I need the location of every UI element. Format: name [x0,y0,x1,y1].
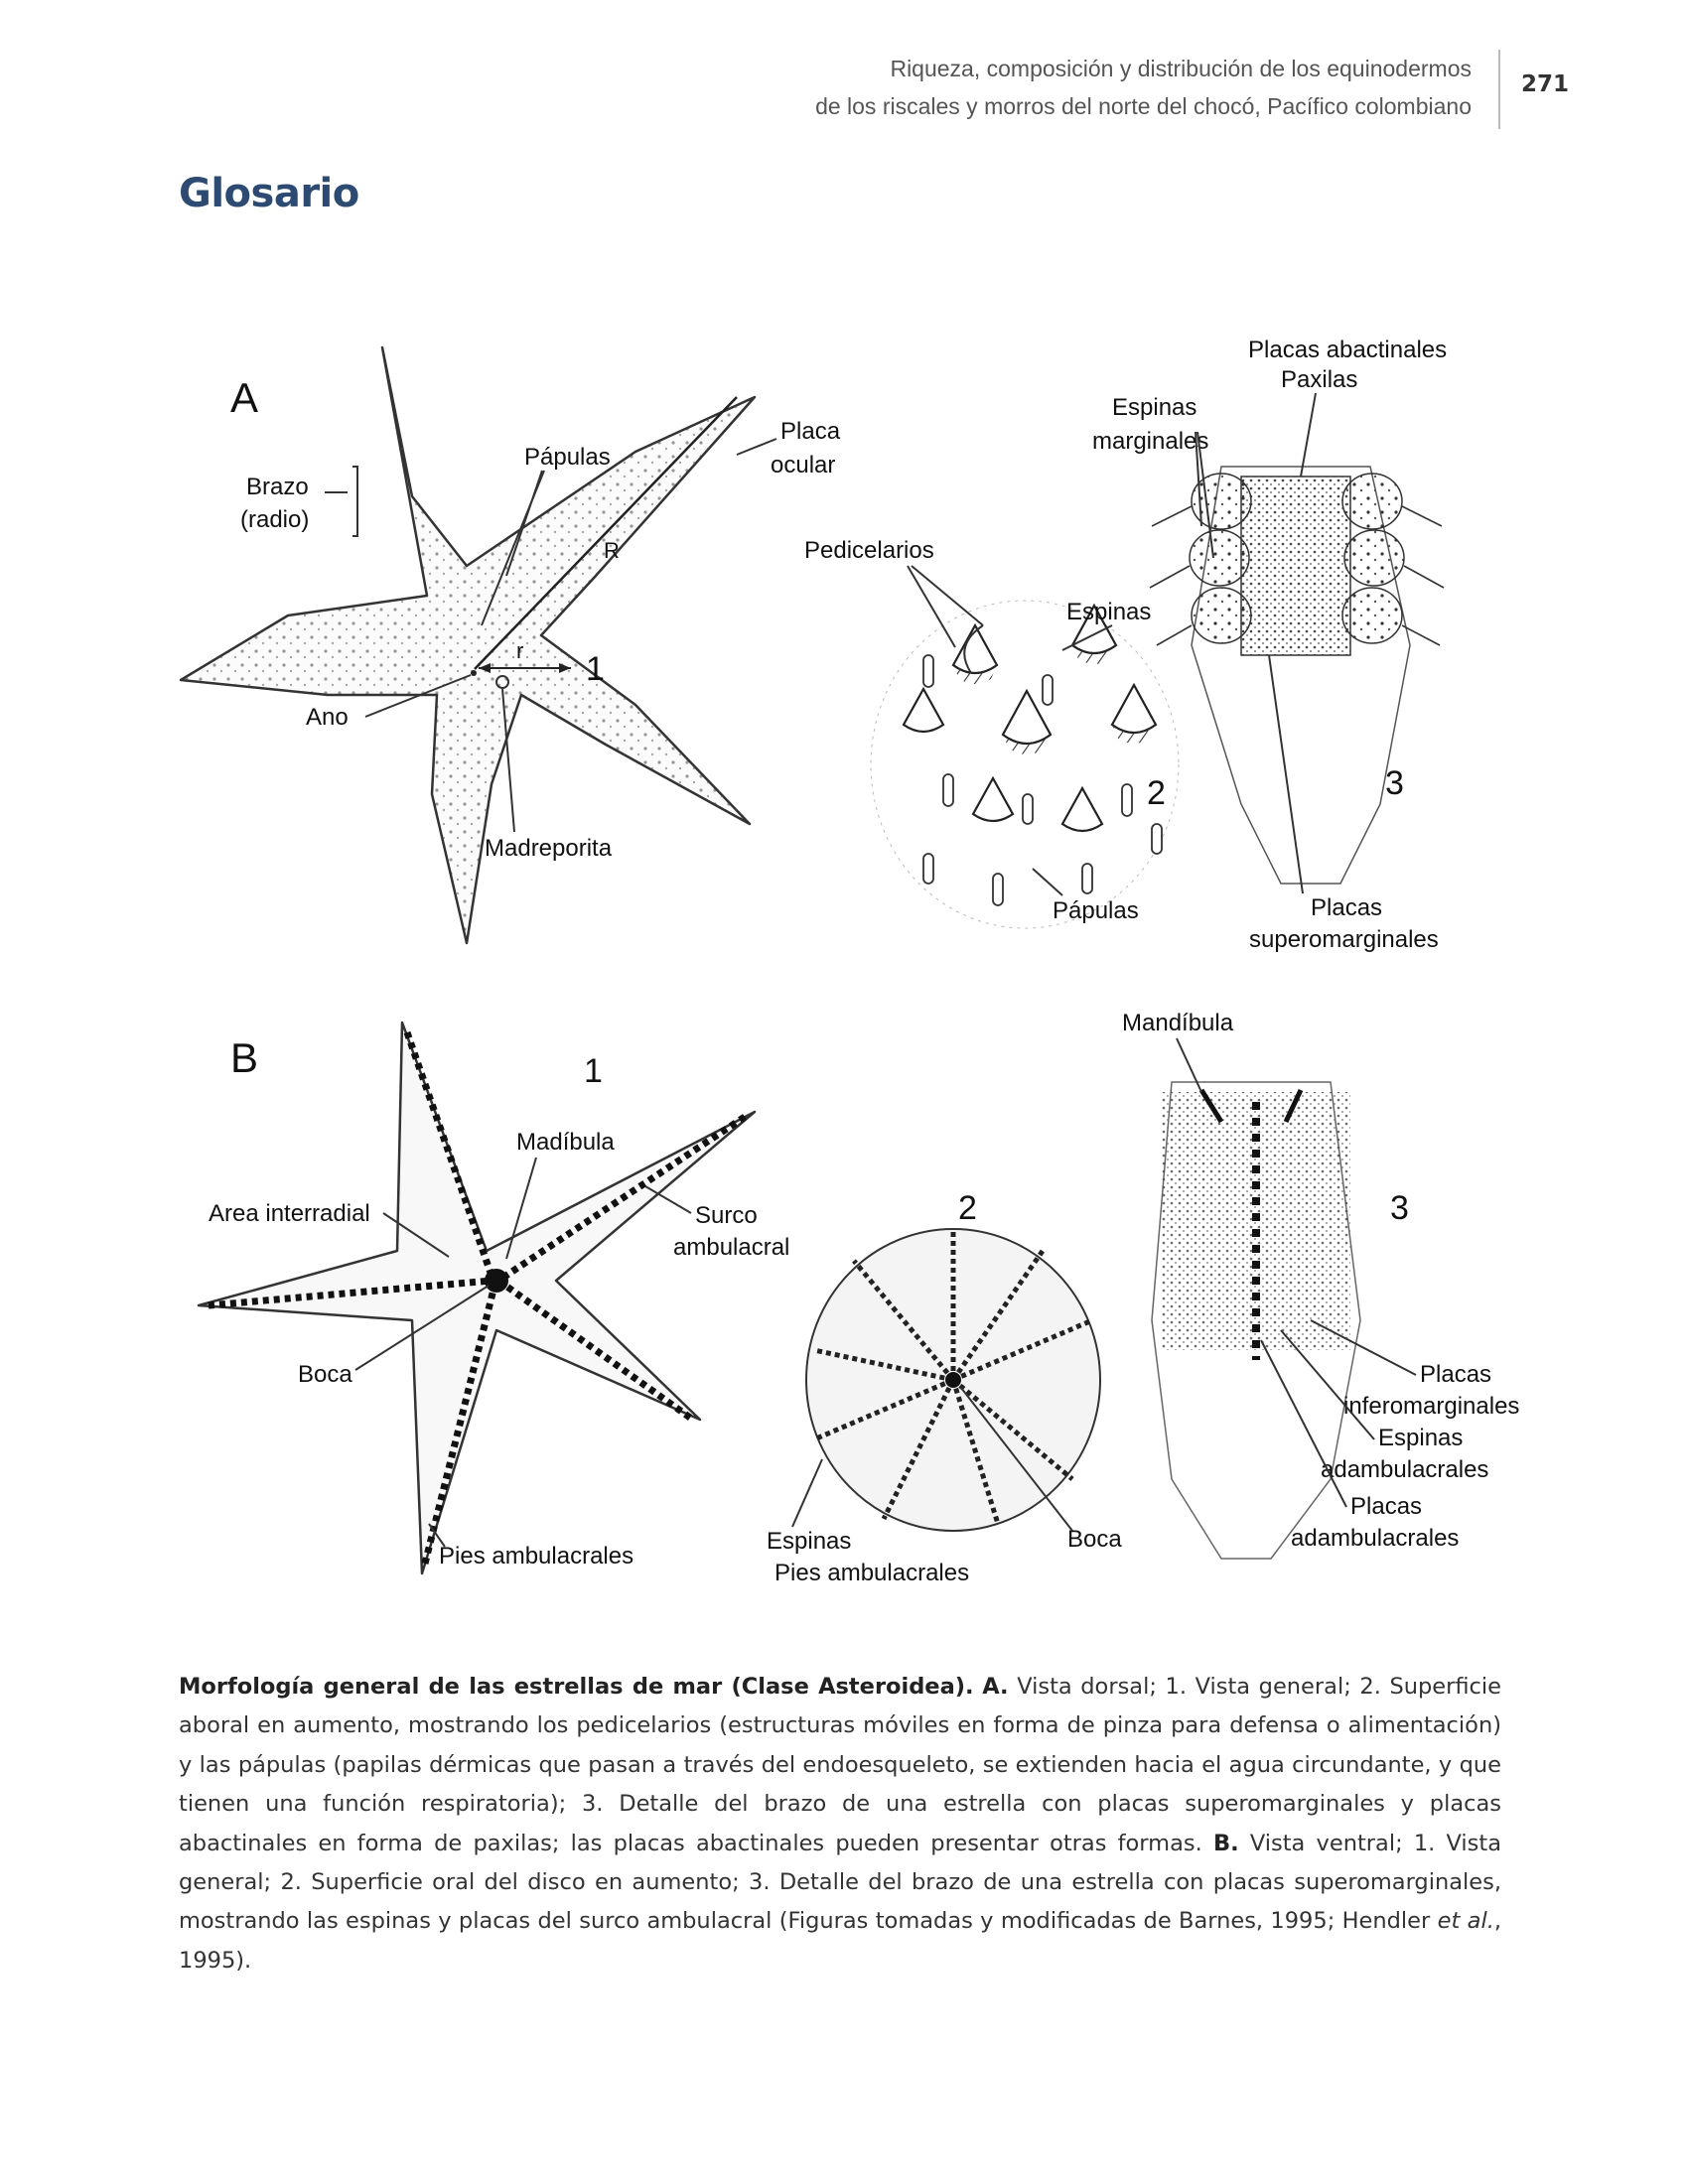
a1-label-ocular: ocular [771,452,835,478]
a2-label-pedicelarios: Pedicelarios [804,537,934,564]
b2-label-pies-ambulacrales: Pies ambulacrales [774,1560,969,1586]
a1-label-placa: Placa [780,418,841,445]
b1-label-ambulacral: ambulacral [673,1234,789,1261]
caption-text-b: Vista ventral; 1. Vista general; 2. Supe… [179,1830,1501,1935]
header-divider [1498,50,1500,129]
b2-label-boca: Boca [1067,1526,1122,1553]
b3-label-placas-inferomarginales-2: inferomarginales [1343,1393,1519,1420]
a2-label-espinas: Espinas [1066,599,1151,625]
a1-label-madreporita: Madreporita [485,835,613,862]
a3-arm-detail-drawing [1149,466,1445,885]
b1-label-pies-ambulacrales: Pies ambulacrales [439,1543,633,1570]
b3-label-espinas-adambulacrales-1: Espinas [1378,1425,1463,1451]
a3-label-placas-abactinales: Placas abactinales [1248,337,1447,363]
a3-number: 3 [1385,764,1404,802]
b2-oral-disc-drawing [805,1228,1101,1532]
b1-starfish-ventral-drawing [197,1021,757,1575]
b3-label-placas-adambulacrales-2: adambulacrales [1291,1525,1459,1552]
caption-label-b: B. [1212,1830,1239,1856]
caption-label-a: A. [982,1674,1009,1700]
b3-label-placas-adambulacrales-1: Placas [1350,1493,1422,1520]
a2-aboral-surface-drawing [870,600,1180,929]
caption-text-a: Vista dorsal; 1. Vista general; 2. Super… [179,1674,1501,1856]
a1-label-ano: Ano [306,704,349,731]
page-number: 271 [1521,71,1570,97]
running-header-line2: de los riscales y morros del norte del c… [815,93,1472,119]
a1-label-brazo: Brazo [246,474,309,500]
caption-title: Morfología general de las estrellas de m… [179,1674,974,1700]
b3-label-mandibula: Mandíbula [1122,1010,1234,1036]
b1-number: 1 [584,1052,603,1090]
running-header-line1: Riqueza, composición y distribución de l… [890,56,1472,81]
a2-number: 2 [1147,774,1166,812]
a1-label-r: r [516,638,523,663]
b1-label-area-interradial: Area interradial [209,1200,370,1227]
b3-arm-ventral-drawing [1151,1081,1361,1560]
a1-starfish-dorsal-drawing [179,345,757,945]
a3-label-espinas-marginales-1: Espinas [1112,394,1196,421]
a3-label-placas-superomarginales-1: Placas [1311,894,1382,921]
b3-label-espinas-adambulacrales-2: adambulacrales [1321,1456,1488,1483]
b1-label-boca: Boca [298,1361,352,1388]
a1-label-radio: (radio) [240,506,309,533]
caption-text-end: , 1995). [179,1908,1502,1974]
b3-label-placas-inferomarginales-1: Placas [1420,1361,1491,1388]
a3-label-placas-superomarginales-2: superomarginales [1249,926,1439,953]
figure-caption: Morfología general de las estrellas de m… [179,1668,1501,1980]
section-title: Glosario [179,171,359,216]
b3-number: 3 [1390,1189,1409,1227]
a1-label-papulas: Pápulas [524,444,611,471]
a2-label-papulas: Pápulas [1053,897,1139,924]
b1-label-surco: Surco [695,1202,758,1229]
a3-label-paxilas: Paxilas [1281,366,1357,393]
b2-label-espinas: Espinas [767,1528,851,1555]
b1-label-madibula: Madíbula [516,1129,615,1156]
b2-number: 2 [958,1189,977,1227]
caption-et-al: et al. [1437,1908,1494,1935]
a1-label-R: R [604,538,620,563]
figure-starfish-morphology: A 1 [169,328,1519,1588]
a1-number: 1 [586,650,605,688]
a3-label-espinas-marginales-2: marginales [1092,428,1208,455]
panel-b-letter: B [230,1034,258,1081]
panel-a-letter: A [230,374,258,421]
